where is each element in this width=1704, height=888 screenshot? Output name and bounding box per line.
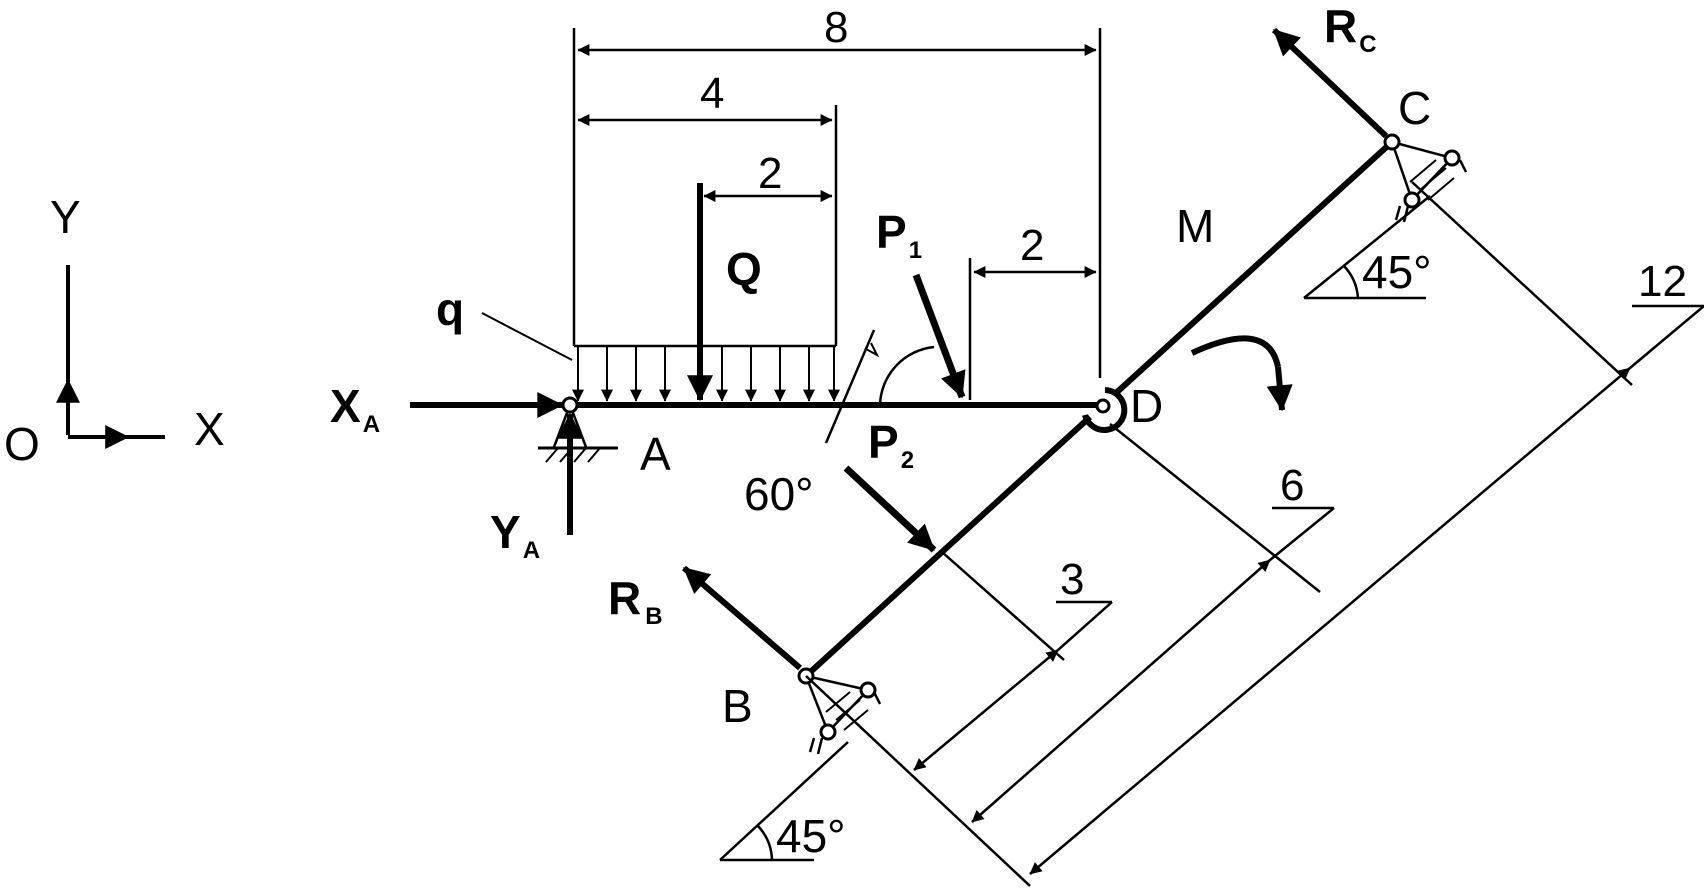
force-p1-main: P [876, 206, 907, 258]
dim-12-line [1029, 367, 1631, 875]
moment-m [1190, 335, 1293, 412]
dim-3-label: 3 [1060, 555, 1084, 604]
moment-label: M [1176, 200, 1214, 252]
y-axis-label: Y [50, 191, 81, 243]
distributed-load-q [481, 312, 840, 402]
force-p2 [843, 465, 937, 553]
point-a-label: A [640, 428, 671, 480]
force-rc-label: RC [1324, 0, 1377, 58]
angle-60-label: 60° [744, 468, 814, 520]
dim-3-line [913, 649, 1059, 771]
point-d-label: D [1130, 380, 1163, 432]
point-c-label: C [1398, 82, 1431, 134]
force-p2-sub: 2 [901, 447, 914, 474]
dim-6-line [971, 559, 1271, 823]
force-xa-label: XA [330, 380, 380, 438]
force-xa-sub: A [363, 411, 380, 438]
dim-4-label: 4 [700, 69, 724, 118]
coordinate-axes: Y X O [4, 191, 225, 470]
angle-c-label: 45° [1362, 246, 1432, 298]
angle-60-mark [824, 329, 935, 444]
support-c [1303, 133, 1468, 300]
force-rc-sub: C [1359, 31, 1376, 58]
diagonal-dimensions [805, 181, 1704, 887]
dim-6-label: 6 [1280, 461, 1304, 510]
force-p1-sub: 1 [909, 237, 922, 264]
x-axis-label: X [194, 403, 225, 455]
force-ya-sub: A [523, 537, 540, 564]
top-dimensions [572, 28, 1102, 400]
angle-b-label: 45° [776, 810, 846, 862]
dim-2-q-label: 2 [758, 149, 782, 198]
force-p1-label: P1 [876, 206, 922, 264]
force-rb-main: R [608, 572, 641, 624]
origin-label: O [4, 418, 40, 470]
dim-2-p1-label: 2 [1020, 221, 1044, 270]
force-p1 [912, 273, 966, 399]
hinge-d [1082, 387, 1128, 433]
force-ya-main: Y [490, 506, 521, 558]
force-xa-main: X [330, 380, 361, 432]
force-rb-sub: B [645, 603, 662, 630]
force-q-label: Q [726, 243, 762, 295]
force-rc [1271, 27, 1389, 139]
point-b-label: B [722, 680, 753, 732]
force-ya-label: YA [490, 506, 540, 564]
dim-12-label: 12 [1638, 257, 1687, 306]
force-p2-main: P [868, 416, 899, 468]
distributed-load-label: q [436, 283, 464, 335]
force-p2-label: P2 [868, 416, 914, 474]
dim-8-label: 8 [824, 3, 848, 52]
force-rc-main: R [1324, 0, 1357, 52]
force-rb [682, 565, 802, 671]
